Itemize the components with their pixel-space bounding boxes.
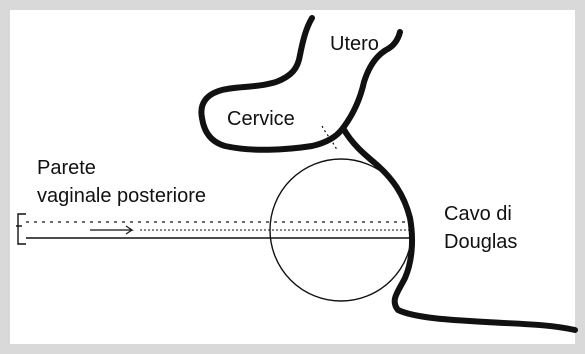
label-cavo-line1: Cavo di [444, 202, 512, 227]
probe-instrument [16, 214, 410, 244]
posterior-wall-outline [343, 128, 575, 330]
label-cervice: Cervice [227, 107, 295, 132]
label-parete-line1: Parete [37, 156, 96, 181]
label-parete-line2: vaginale posteriore [37, 184, 206, 209]
label-cavo-line2: Douglas [444, 230, 517, 255]
label-utero: Utero [330, 32, 379, 57]
